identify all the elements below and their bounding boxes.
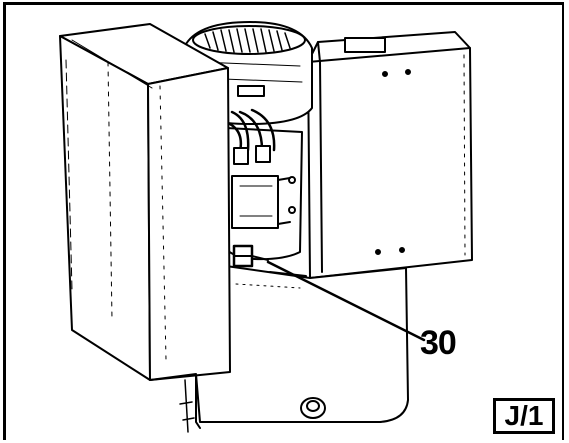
figure-frame	[3, 2, 564, 440]
tie-down-mark	[179, 379, 195, 433]
callout-label: 30	[420, 324, 457, 362]
callout-leader-line	[266, 260, 426, 342]
figure-id-box: J/1	[493, 398, 555, 434]
right-panel	[307, 31, 473, 279]
left-cabinet	[59, 23, 231, 381]
pump-assembly	[225, 108, 303, 268]
